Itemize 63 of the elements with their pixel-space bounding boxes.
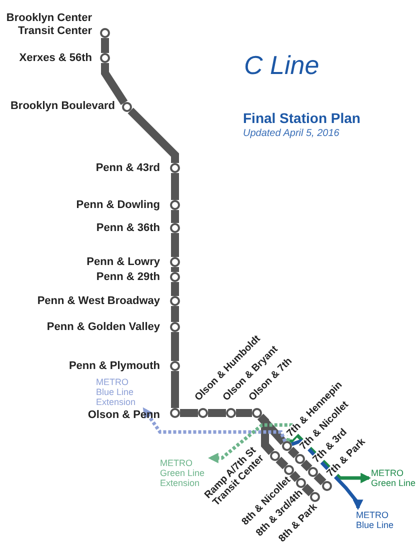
route-line <box>171 233 179 257</box>
route-line <box>171 282 179 296</box>
station-dot <box>226 408 236 418</box>
route-line <box>180 409 198 417</box>
station-dot <box>198 408 208 418</box>
route-line <box>101 63 128 105</box>
station-name: Penn & Plymouth <box>68 360 160 373</box>
line-label: METRO Blue Line Extension <box>96 377 142 407</box>
station-dot <box>252 408 262 418</box>
route-line <box>101 38 109 53</box>
route-line <box>258 414 275 455</box>
station-dot <box>310 492 320 502</box>
date-note: Updated April 5, 2016 <box>243 128 340 139</box>
station-dot <box>100 28 110 38</box>
line-label: METRO Green Line <box>371 468 417 488</box>
station-name: Brooklyn Boulevard <box>9 100 115 113</box>
station-dot <box>170 200 180 210</box>
route-line <box>288 446 300 458</box>
station-name: Penn & 43rd <box>94 162 160 175</box>
station-name: Penn & 29th <box>95 271 160 284</box>
station-dot <box>295 454 305 464</box>
station-dot <box>170 163 180 173</box>
route-line <box>171 332 179 361</box>
route-line <box>171 173 179 200</box>
station-name: Penn & 36th <box>95 222 160 235</box>
station-dot <box>322 481 332 491</box>
station-name: Brooklyn Center Transit Center <box>6 12 92 38</box>
station-dot <box>100 53 110 63</box>
line-label: METRO Blue Line <box>356 510 406 530</box>
station-dot <box>170 361 180 371</box>
route-line <box>289 470 301 482</box>
line-arrow <box>208 423 294 464</box>
station-dot <box>170 257 180 267</box>
station-dot <box>308 467 318 477</box>
station-name: Penn & Dowling <box>75 199 160 212</box>
station-dot <box>270 451 280 461</box>
station-name: Penn & Lowry <box>86 256 160 269</box>
station-dot <box>122 102 132 112</box>
route-line <box>208 409 226 417</box>
station-dot <box>170 408 180 418</box>
heading: Final Station Plan <box>243 110 360 126</box>
station-dot <box>284 465 294 475</box>
route-line <box>171 267 179 272</box>
route-line <box>236 409 252 417</box>
station-dot <box>170 296 180 306</box>
station-name: Xerxes & 56th <box>18 52 92 65</box>
station-dot <box>296 478 306 488</box>
route-line <box>128 108 179 163</box>
station-dot <box>170 272 180 282</box>
title: C Line <box>244 50 320 81</box>
station-dot <box>170 223 180 233</box>
station-dot <box>170 322 180 332</box>
station-name: Olson & Penn <box>86 409 160 422</box>
route-line <box>171 210 179 223</box>
route-line <box>171 371 179 408</box>
route-line <box>314 472 326 486</box>
station-name: Penn & Golden Valley <box>46 321 160 334</box>
route-line <box>171 306 179 322</box>
route-line <box>276 456 288 470</box>
route-line <box>302 484 314 496</box>
route-line <box>300 460 312 472</box>
station-name: Penn & West Broadway <box>36 295 160 308</box>
line-arrow <box>142 407 287 442</box>
